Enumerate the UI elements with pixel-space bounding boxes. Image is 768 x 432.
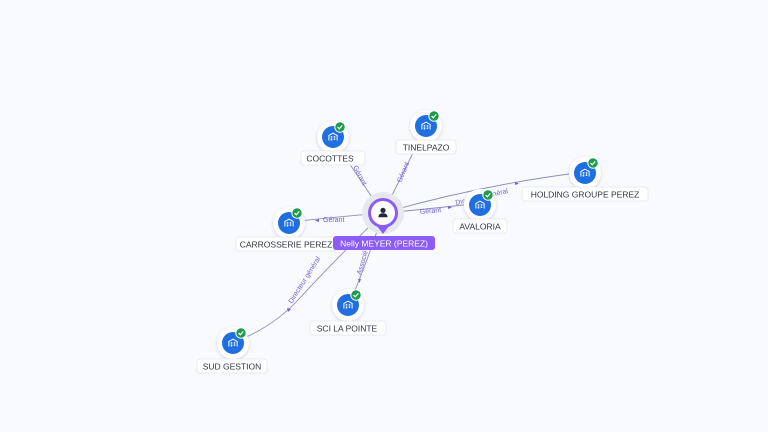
arrow-sci	[358, 279, 361, 283]
company-label: COCOTTES	[306, 154, 354, 164]
edge-label-tinelpazo: Gérant	[396, 161, 411, 183]
arrow-holding	[515, 182, 519, 185]
company-label: CARROSSERIE PEREZ	[240, 240, 333, 250]
edge-label-sud-gestion: Directeur général	[288, 255, 323, 305]
company-node-holding-groupe-perez[interactable]: HOLDING GROUPE PEREZ	[521, 157, 649, 202]
edge-label-sci: Associé	[356, 250, 370, 276]
company-node-carrosserie-perez[interactable]: CARROSSERIE PEREZ	[235, 207, 337, 252]
company-node-avaloria[interactable]: AVALORIA	[452, 189, 508, 234]
arrow-avaloria	[448, 206, 452, 209]
arrow-sud-gestion	[287, 308, 291, 312]
company-label: SUD GESTION	[203, 362, 262, 372]
check-badge-icon	[235, 327, 247, 339]
check-badge-icon	[291, 207, 303, 219]
check-badge-icon	[350, 289, 362, 301]
person-label-bg	[333, 236, 435, 250]
company-node-sud-gestion[interactable]: SUD GESTION	[196, 327, 268, 374]
person-icon	[378, 207, 388, 218]
person-node[interactable]: Nelly MEYER (PEREZ)	[333, 192, 435, 250]
person-name: Nelly MEYER (PEREZ)	[340, 238, 428, 248]
company-label: TINELPAZO	[403, 143, 450, 153]
company-label: HOLDING GROUPE PEREZ	[531, 190, 640, 200]
edge-label-avaloria: Gérant	[420, 207, 442, 216]
check-badge-icon	[482, 189, 494, 201]
company-node-tinelpazo[interactable]: TINELPAZO	[395, 110, 457, 155]
check-badge-icon	[587, 157, 599, 169]
arrow-carrosserie	[315, 219, 319, 222]
company-node-cocottes[interactable]: COCOTTES	[300, 121, 366, 166]
check-badge-icon	[428, 110, 440, 122]
check-badge-icon	[334, 121, 346, 133]
edge-to-holding	[382, 171, 585, 214]
edge-label-carrosserie: Gérant	[323, 217, 344, 224]
company-label: AVALORIA	[459, 222, 501, 232]
company-label: SCI LA POINTE	[317, 324, 378, 334]
company-node-sci-la-pointe[interactable]: SCI LA POINTE	[309, 289, 387, 336]
edge-label-cocottes: Gérant	[351, 165, 367, 187]
